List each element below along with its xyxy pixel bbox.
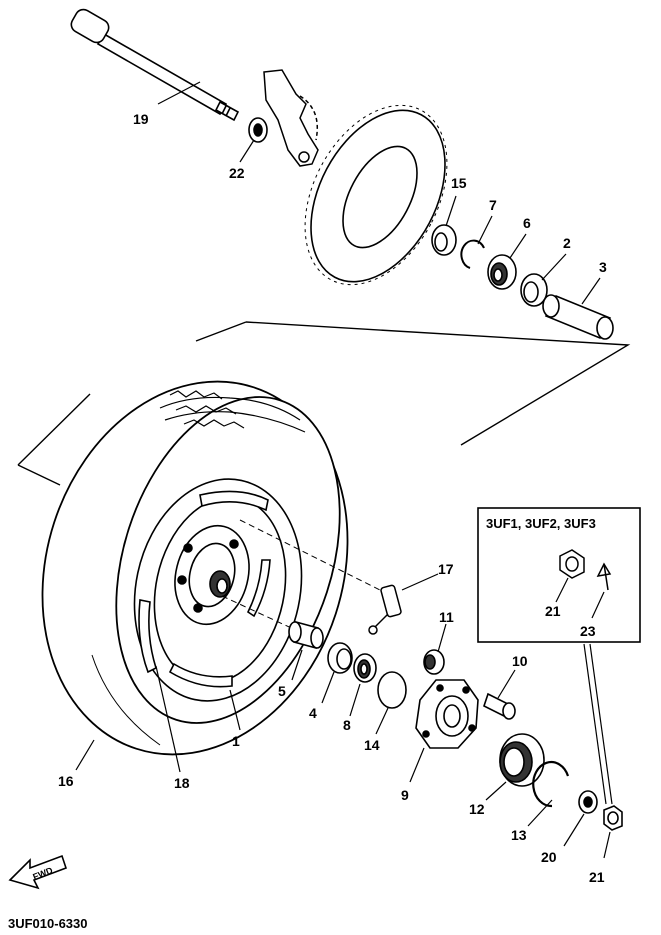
- axle-collar: [248, 117, 268, 143]
- collar-5: [288, 620, 324, 650]
- assembly-plane: [17, 321, 631, 486]
- fwd-arrow-icon: FWD: [8, 854, 68, 890]
- part-label-6: 6: [523, 215, 531, 231]
- oil-seal-2: [520, 273, 548, 307]
- hub-flange-9: [415, 679, 479, 749]
- wheel-hub: [174, 524, 250, 626]
- o-ring-14: [377, 671, 407, 709]
- bearing-12: [499, 733, 545, 787]
- inset-part-label-23: 23: [580, 623, 596, 639]
- spacer-3: [542, 294, 614, 340]
- part-label-10: 10: [512, 653, 528, 669]
- part-label-12: 12: [469, 801, 485, 817]
- inset-box: 3UF1, 3UF2, 3UF3: [477, 507, 641, 643]
- nut-21: [603, 805, 623, 831]
- part-labels: 19 22 15 7 6 2 3 17 11 10 5 4 8 14 1 16 …: [58, 111, 607, 885]
- part-label-5: 5: [278, 683, 286, 699]
- part-label-17: 17: [438, 561, 454, 577]
- washer-20: [578, 790, 598, 814]
- circlip-7: [460, 239, 485, 269]
- part-label-14: 14: [364, 737, 380, 753]
- inset-cotter-pin: [596, 562, 612, 591]
- inset-title: 3UF1, 3UF2, 3UF3: [486, 516, 596, 531]
- center-axis: [221, 519, 401, 633]
- part-label-16: 16: [58, 773, 74, 789]
- oil-seal-4: [327, 642, 353, 674]
- diagram-code: 3UF010-6330: [8, 916, 88, 931]
- brake-bracket: [263, 69, 319, 167]
- bearing-6: [487, 254, 517, 290]
- tread-pattern: [169, 390, 245, 429]
- part-label-1: 1: [232, 733, 240, 749]
- part-label-22: 22: [229, 165, 245, 181]
- part-label-8: 8: [343, 717, 351, 733]
- valve-17: [368, 584, 402, 635]
- part-label-13: 13: [511, 827, 527, 843]
- part-label-2: 2: [563, 235, 571, 251]
- collar-11: [423, 649, 445, 675]
- inset-part-label-21: 21: [545, 603, 561, 619]
- part-label-15: 15: [451, 175, 467, 191]
- inset-nut: [559, 549, 585, 579]
- leader-lines: [75, 81, 613, 859]
- bolt-10: [483, 692, 516, 720]
- part-label-11: 11: [439, 609, 454, 625]
- part-label-19: 19: [133, 111, 149, 127]
- part-label-21: 21: [589, 869, 605, 885]
- bearing-8: [353, 653, 377, 683]
- part-label-4: 4: [309, 705, 317, 721]
- part-label-9: 9: [401, 787, 409, 803]
- circlip-13: [532, 760, 570, 808]
- part-label-3: 3: [599, 259, 607, 275]
- part-label-18: 18: [174, 775, 190, 791]
- part-label-20: 20: [541, 849, 557, 865]
- bearing-15: [431, 224, 457, 256]
- part-label-7: 7: [489, 197, 497, 213]
- brake-disc: [304, 104, 448, 286]
- axle: [70, 8, 240, 122]
